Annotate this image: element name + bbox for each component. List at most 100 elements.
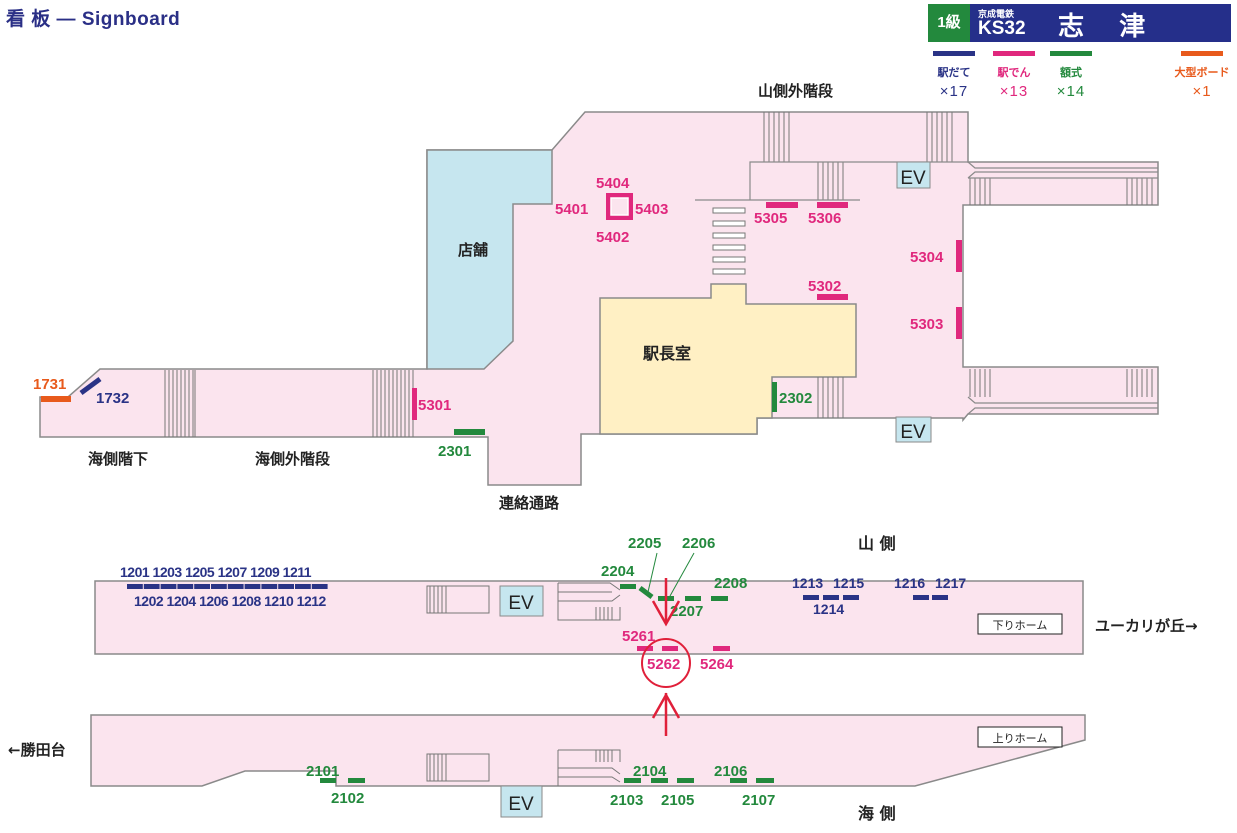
sign-2204: 2204 [601, 563, 635, 580]
sign-1213-marker [803, 595, 819, 600]
legend-count: ×13 [999, 83, 1029, 100]
sign-1217: 1217 [935, 575, 966, 591]
grade-label: 1級 [928, 4, 970, 42]
sign-1210-marker [278, 584, 294, 589]
sign-1732-marker [79, 376, 102, 396]
ev-up-label: EV [508, 794, 534, 815]
sea-underpass-label: 海側階下 [88, 450, 148, 468]
legend-swatch [1050, 51, 1092, 56]
sign-5261-marker [637, 646, 653, 651]
highlight-circle [641, 638, 691, 688]
sign-5304: 5304 [910, 249, 944, 266]
sign-5304-marker [956, 240, 962, 272]
legend-ekidate: 駅だて ×17 [919, 51, 989, 100]
sign-1212-marker [311, 584, 328, 589]
sign-5306-marker [817, 202, 848, 208]
direction-katsutadai: ←勝田台 [8, 741, 66, 759]
legend-label: 駅だて [937, 67, 971, 79]
connecting-passage-label: 連絡通路 [499, 494, 560, 512]
ev-upper-label: EV [900, 168, 926, 189]
sign-1213: 1213 [792, 575, 823, 591]
legend-count: ×14 [1056, 83, 1086, 100]
sign-5305-marker [766, 202, 798, 208]
sign-5303-marker [956, 307, 962, 339]
sign-5302: 5302 [808, 278, 841, 295]
sign-5306: 5306 [808, 210, 841, 227]
sign-1215: 1215 [833, 575, 864, 591]
stairs [164, 112, 1153, 437]
mountain-stairs-label: 山側外階段 [758, 82, 833, 100]
elevator-down-platform [499, 585, 544, 617]
sign-2102: 2102 [331, 790, 364, 807]
sign-1215-marker [843, 595, 859, 600]
shop-label: 店舗 [458, 241, 488, 259]
sign-1731: 1731 [33, 376, 66, 393]
sign-2302: 2302 [779, 390, 812, 407]
sign-2301-marker [454, 429, 485, 435]
sign-2301: 2301 [438, 443, 471, 460]
sign-5401: 5401 [555, 201, 588, 218]
sign-1203-marker [160, 584, 177, 589]
sign-5262: 5262 [647, 656, 680, 673]
sign-1214-marker [823, 595, 839, 600]
sign-2205-marker [638, 586, 654, 599]
sign-2104-marker [651, 778, 668, 783]
sign-5262-marker [662, 646, 678, 651]
sign-2101-marker [320, 778, 336, 783]
sign-1731-marker [41, 396, 71, 402]
sign-2103-marker [624, 778, 641, 783]
sign-5301: 5301 [418, 397, 451, 414]
signs-1201-1211: 1201 1203 1205 1207 1209 1211 [120, 564, 312, 580]
elevator-lower [895, 416, 932, 443]
sign-1209-marker [261, 584, 278, 589]
sign-1202-marker [143, 584, 160, 589]
legend-swatch [993, 51, 1035, 56]
sign-2207: 2207 [670, 603, 703, 620]
elevator-upper [896, 161, 931, 189]
leader-2206 [669, 552, 695, 597]
sign-1205-marker [194, 584, 210, 589]
sign-1217-marker [932, 595, 948, 600]
sign-1732: 1732 [96, 390, 129, 407]
sign-row-1201-1212 [127, 584, 328, 589]
legend-large-board: 大型ボード ×1 [1167, 51, 1237, 100]
ev-down-label: EV [508, 593, 534, 614]
platform-stairs [426, 582, 621, 786]
down-platform-label: 下りホーム [993, 619, 1048, 632]
legend-label: 駅でん [997, 67, 1031, 79]
pillar-core [610, 197, 629, 216]
sign-2102-marker [348, 778, 365, 783]
escalator [712, 207, 746, 275]
sign-2105-marker [677, 778, 694, 783]
leader-2205 [647, 552, 658, 593]
sign-2106-marker [730, 778, 747, 783]
sea-stairs-label: 海側外階段 [255, 450, 330, 468]
sign-5302-marker [817, 294, 848, 300]
sign-5404: 5404 [596, 175, 630, 192]
page-title: 看 板 ― Signboard [6, 9, 181, 30]
sign-5264-marker [713, 646, 730, 651]
mountain-side-label: 山 側 [858, 534, 896, 553]
sign-1211-marker [295, 584, 311, 589]
sign-5264: 5264 [700, 656, 734, 673]
sign-1214: 1214 [813, 601, 844, 617]
legend-label: 額式 [1060, 67, 1082, 79]
sea-side-label: 海 側 [858, 804, 896, 823]
sign-2204-marker [620, 584, 636, 589]
legend-count: ×1 [1192, 83, 1212, 100]
arrow-up-icon [651, 692, 681, 736]
sign-1201-marker [127, 584, 143, 589]
sign-2208-marker [711, 596, 728, 601]
sign-2107: 2107 [742, 792, 775, 809]
sign-2105: 2105 [661, 792, 694, 809]
station-code: KS32 [978, 18, 1026, 39]
sign-2205: 2205 [628, 535, 661, 552]
sign-1216: 1216 [894, 575, 925, 591]
legend-swatch [1181, 51, 1223, 56]
sign-5305: 5305 [754, 210, 787, 227]
shop-area [426, 149, 553, 370]
sign-2208: 2208 [714, 575, 747, 592]
sign-2107-marker [756, 778, 774, 783]
sign-5403: 5403 [635, 201, 668, 218]
ev-lower-label: EV [900, 422, 926, 443]
